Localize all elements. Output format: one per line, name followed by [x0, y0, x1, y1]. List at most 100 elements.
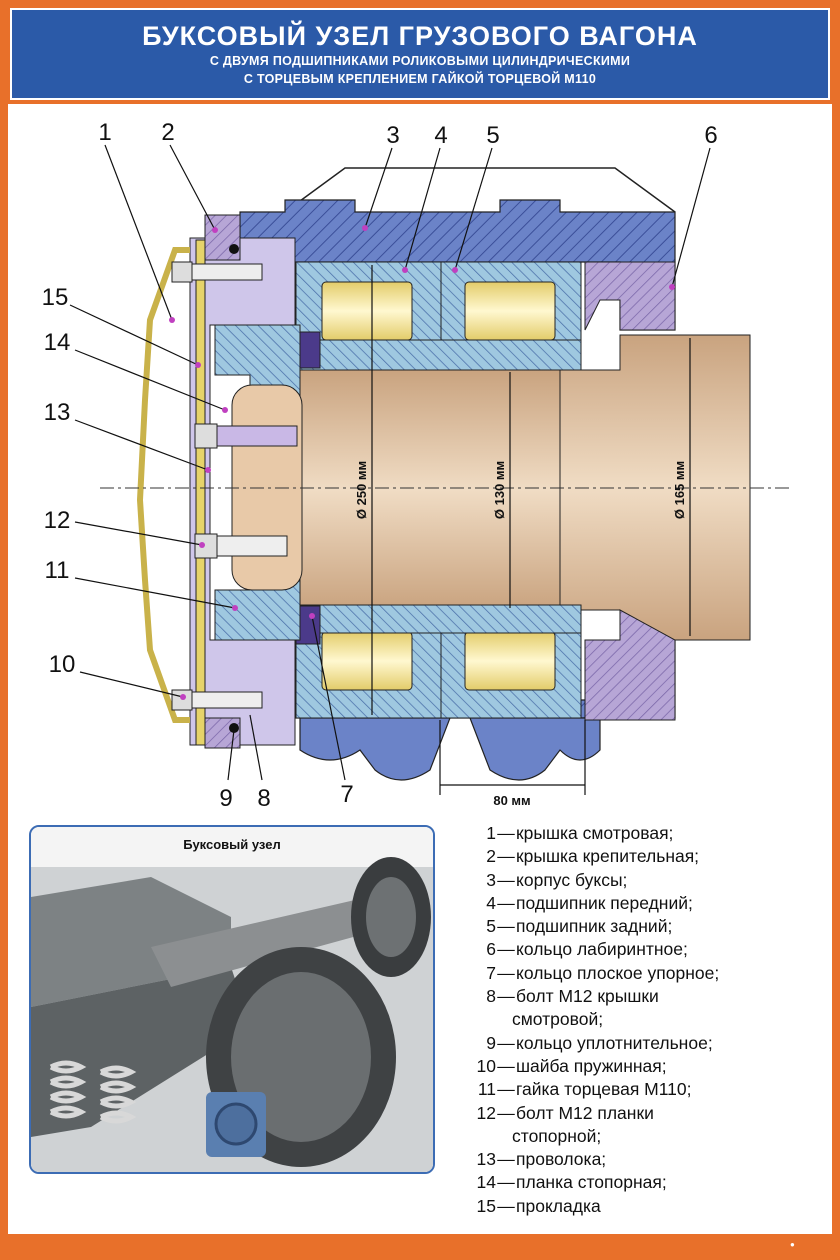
legend-item: 6—кольцо лабиринтное;	[468, 938, 818, 961]
inner-ring-top	[295, 339, 582, 371]
legend-item: 10—шайба пружинная;	[468, 1055, 818, 1078]
legend-number: 2	[486, 846, 496, 867]
roller-front-top	[321, 281, 413, 341]
legend-text-continued: стопорной;	[512, 1125, 602, 1146]
viewing-cover	[136, 247, 190, 723]
legend-item: 1—крышка смотровая;	[468, 822, 818, 845]
callout-12: 12	[44, 507, 71, 534]
legend-dash: —	[497, 1102, 515, 1123]
legend-dash: —	[497, 892, 515, 913]
legend-text: болт М12 планки	[516, 1102, 654, 1123]
legend-dash: —	[497, 1172, 515, 1193]
legend-text: крышка крепительная;	[516, 846, 700, 867]
publisher-logo: ●	[790, 1240, 795, 1249]
legend-item: 3—корпус буксы;	[468, 869, 818, 892]
legend-dash: —	[497, 986, 515, 1007]
callout-4: 4	[434, 122, 447, 149]
legend-dash: —	[497, 1195, 515, 1216]
callout-3: 3	[386, 122, 399, 149]
legend-item: 13—проволока;	[468, 1148, 818, 1171]
legend-text: корпус буксы;	[516, 869, 628, 890]
legend-text: планка стопорная;	[516, 1172, 667, 1193]
callout-dots	[169, 225, 675, 700]
callout-7: 7	[340, 781, 353, 808]
legend-text: гайка торцевая М110;	[516, 1079, 692, 1100]
legend-number: 12	[476, 1102, 496, 1123]
legend-dash: —	[497, 823, 515, 843]
legend-number: 15	[476, 1195, 496, 1216]
legend-item: 5—подшипник задний;	[468, 915, 818, 938]
housing-feet	[299, 717, 601, 781]
page-title: БУКСОВЫЙ УЗЕЛ ГРУЗОВОГО ВАГОНА	[142, 21, 698, 51]
legend-text: прокладка	[516, 1195, 601, 1216]
legend-number: 5	[486, 916, 496, 937]
roller-front-bottom	[321, 631, 413, 691]
labyrinth-ring-top	[584, 261, 676, 331]
callout-11: 11	[45, 557, 70, 584]
legend-text: кольцо плоское упорное;	[516, 962, 720, 983]
legend-item: 7—кольцо плоское упорное;	[468, 962, 818, 985]
legend-number: 4	[486, 892, 496, 913]
inner-ring-bottom	[295, 604, 582, 634]
callout-15: 15	[42, 284, 69, 311]
legend-number: 13	[476, 1149, 496, 1170]
legend-item: 11—гайка торцевая М110;	[468, 1078, 818, 1101]
dimension-d165: Ø 165 мм	[672, 461, 687, 519]
legend-dash: —	[497, 869, 515, 890]
subtitle-line-1: С ДВУМЯ ПОДШИПНИКАМИ РОЛИКОВЫМИ ЦИЛИНДРИ…	[209, 54, 631, 68]
callout-2: 2	[161, 119, 174, 146]
legend-number: 7	[486, 962, 496, 983]
callout-6: 6	[704, 122, 717, 149]
legend-text: кольцо лабиринтное;	[516, 939, 688, 960]
legend-item: 2—крышка крепительная;	[468, 845, 818, 868]
seal-ring-bottom	[229, 723, 239, 733]
legend-dash: —	[497, 1032, 515, 1053]
bolt-bottom	[171, 689, 263, 711]
bolt-lower-mid	[194, 533, 288, 559]
roller-rear-bottom	[464, 631, 556, 691]
legend-number: 1	[486, 823, 496, 843]
photo-panel: Буксовый узел	[29, 825, 435, 1174]
legend-text: подшипник задний;	[516, 916, 673, 937]
legend-text-continued: смотровой;	[512, 1009, 604, 1030]
callout-10: 10	[49, 651, 76, 678]
dimension-d250: Ø 250 мм	[354, 461, 369, 519]
legend-number: 3	[486, 869, 496, 890]
locking-plate	[231, 384, 303, 591]
housing-roof-outline	[284, 167, 676, 213]
legend-text: шайба пружинная;	[516, 1055, 667, 1076]
legend-item: 15—прокладка	[468, 1195, 818, 1218]
leader-lines	[69, 144, 711, 781]
subtitle-line-2: С ТОРЦЕВЫМ КРЕПЛЕНИЕМ ГАЙКОЙ ТОРЦЕВОЙ М1…	[243, 72, 597, 86]
photo-caption: Буксовый узел	[183, 837, 281, 852]
callout-1: 1	[98, 119, 111, 146]
dimension-d130: Ø 130 мм	[492, 461, 507, 519]
legend-text: кольцо уплотнительное;	[516, 1032, 713, 1053]
dimension-lines	[371, 265, 691, 795]
callout-13: 13	[44, 399, 71, 426]
legend-number: 14	[476, 1172, 496, 1193]
legend-number: 10	[476, 1055, 496, 1076]
legend-number: 11	[477, 1079, 496, 1100]
legend-dash: —	[497, 962, 515, 983]
legend-dash: —	[497, 1079, 515, 1100]
bolt-upper-mid	[194, 423, 298, 449]
legend-text: подшипник передний;	[516, 892, 693, 913]
legend-dash: —	[497, 916, 515, 937]
callout-8: 8	[257, 785, 270, 812]
legend-item: 4—подшипник передний;	[468, 892, 818, 915]
legend-number: 8	[486, 986, 496, 1007]
legend-text: крышка смотровая;	[516, 823, 674, 843]
dimension-w80: 80 мм	[493, 793, 530, 808]
cover-flange-bottom	[204, 717, 241, 749]
legend-dash: —	[497, 1055, 515, 1076]
bogie-photo	[31, 827, 433, 1172]
legend-item: 14—планка стопорная;	[468, 1171, 818, 1194]
bolt-top	[171, 261, 263, 283]
legend-text: проволока;	[516, 1149, 607, 1170]
legend-dash: —	[497, 846, 515, 867]
legend-dash: —	[497, 1149, 515, 1170]
callout-9: 9	[219, 785, 232, 812]
